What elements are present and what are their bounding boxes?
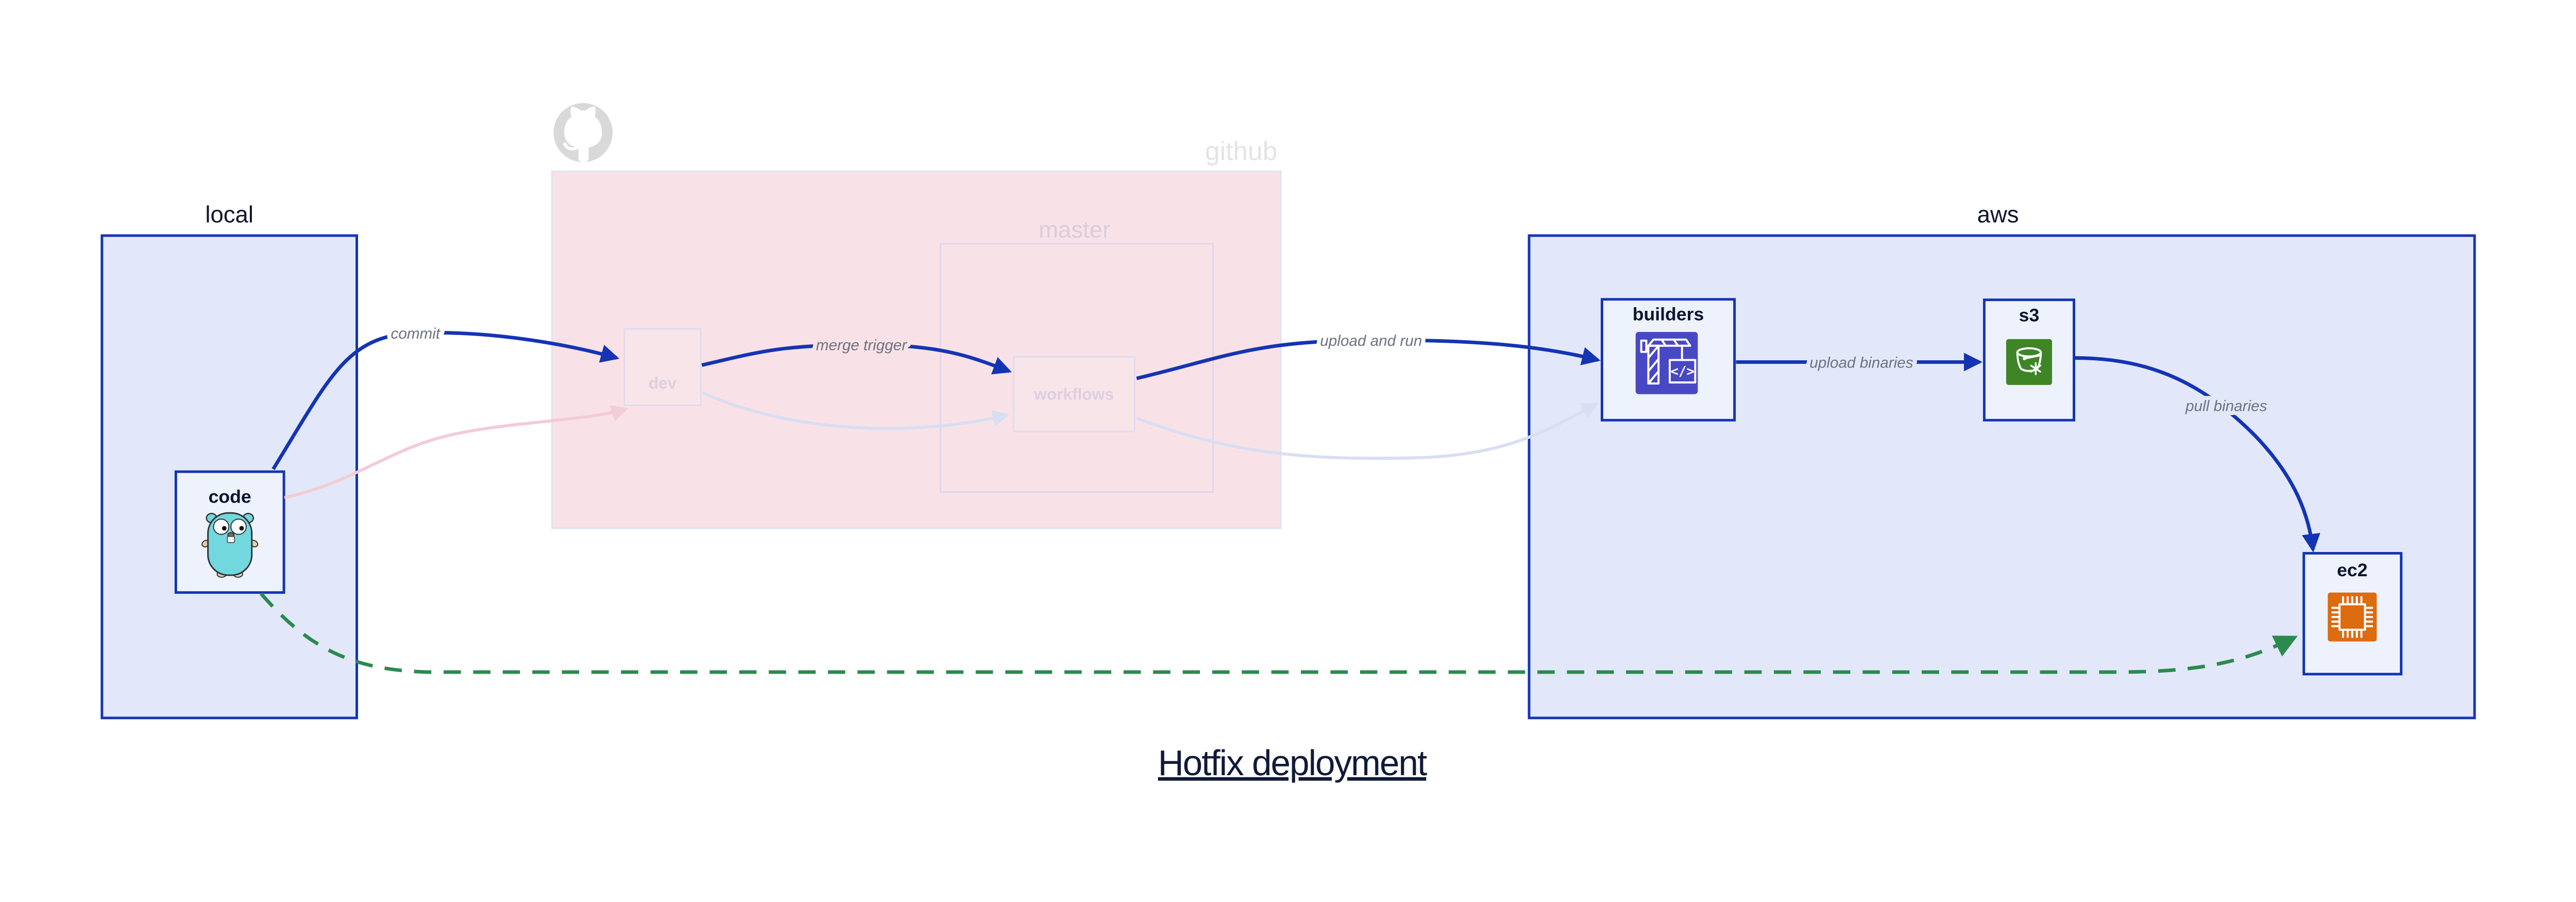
aws-group: aws builders </> s3 ec2 — [1528, 201, 2476, 720]
octocat-head — [564, 106, 602, 148]
edge-labels: commit merge trigger upload and run uplo… — [387, 321, 2272, 419]
code-node-label: code — [209, 486, 251, 507]
codebuild-code-glyph: </> — [1671, 364, 1694, 379]
s3-node-label: s3 — [2019, 305, 2040, 325]
workflows-node — [1013, 356, 1136, 432]
master-branch-box — [939, 243, 1214, 493]
edge-faded-run-path — [1136, 402, 1599, 460]
local-group-label: local — [205, 201, 253, 227]
s3-bucket-snowflake-icon — [2006, 339, 2052, 385]
edge-merge-trigger — [701, 343, 1012, 375]
edge-faded-commit-path — [284, 405, 629, 499]
edge-commit — [272, 330, 620, 470]
edge-label-upload-and-run: upload and run — [1320, 332, 1422, 349]
edge-upload-and-run — [1136, 338, 1601, 380]
edge-label-pull-binaries: pull binaries — [2185, 397, 2267, 414]
aws-group-label: aws — [1977, 201, 2019, 227]
dev-node — [623, 328, 702, 406]
edge-label-commit: commit — [391, 325, 441, 342]
edge-label-upload-binaries: upload binaries — [1809, 354, 1913, 371]
edge-hotfix-dashed — [259, 592, 2298, 674]
edges — [259, 330, 2320, 674]
edge-label-merge-trigger: merge trigger — [816, 337, 907, 354]
edge-faded-merge-path — [702, 391, 1010, 430]
builders-node-label: builders — [1633, 304, 1704, 324]
github-group-label: github — [1205, 136, 1277, 166]
workflows-node-label: workflows — [1033, 385, 1114, 404]
diagram-title: Hotfix deployment — [1158, 743, 1427, 783]
edge-pull-binaries — [2075, 356, 2320, 553]
octocat-tail — [563, 142, 579, 151]
dev-node-label: dev — [649, 374, 677, 392]
github-group: github master dev workflows — [551, 103, 1282, 529]
github-octocat-icon — [553, 103, 613, 162]
codebuild-crane-icon: </> — [1635, 332, 1698, 394]
local-group: local code — [100, 201, 358, 720]
ec2-chip-icon — [2328, 592, 2377, 642]
master-branch-label: master — [1039, 216, 1110, 243]
octocat-body — [578, 144, 589, 162]
ec2-node-label: ec2 — [2337, 560, 2367, 580]
gopher-icon — [201, 512, 259, 578]
